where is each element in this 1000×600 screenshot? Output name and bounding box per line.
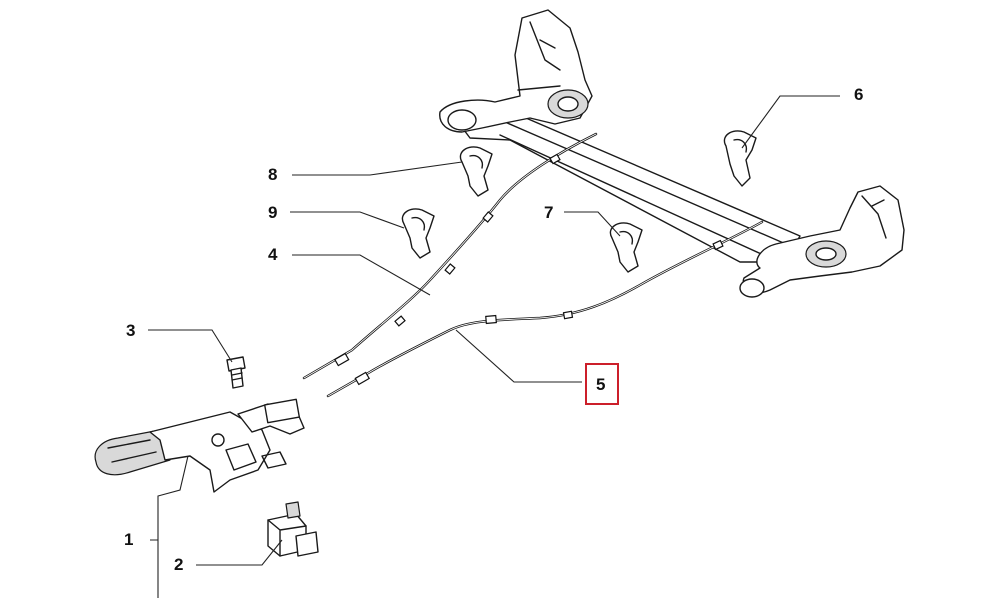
callout-5: 5 [596, 375, 605, 394]
leader-lines [148, 95, 840, 598]
handbrake-lever [94, 398, 305, 493]
callout-7: 7 [544, 203, 553, 222]
parking-brake-cable-left [302, 132, 598, 380]
bolt-3 [226, 356, 246, 389]
callout-1: 1 [124, 530, 133, 549]
callout-8: 8 [268, 165, 277, 184]
parking-brake-cable-right [326, 220, 764, 398]
callout-6: 6 [854, 85, 863, 104]
callout-4: 4 [268, 245, 278, 264]
cable-clip-7 [609, 222, 643, 273]
callout-2: 2 [174, 555, 183, 574]
callout-9: 9 [268, 203, 277, 222]
cable-clip-9 [401, 208, 435, 259]
rear-axle-beam [439, 9, 905, 298]
cable-clip-8 [459, 146, 493, 197]
cable-clip-6 [723, 130, 757, 187]
highlight-box-5 [585, 363, 619, 405]
callout-3: 3 [126, 321, 135, 340]
